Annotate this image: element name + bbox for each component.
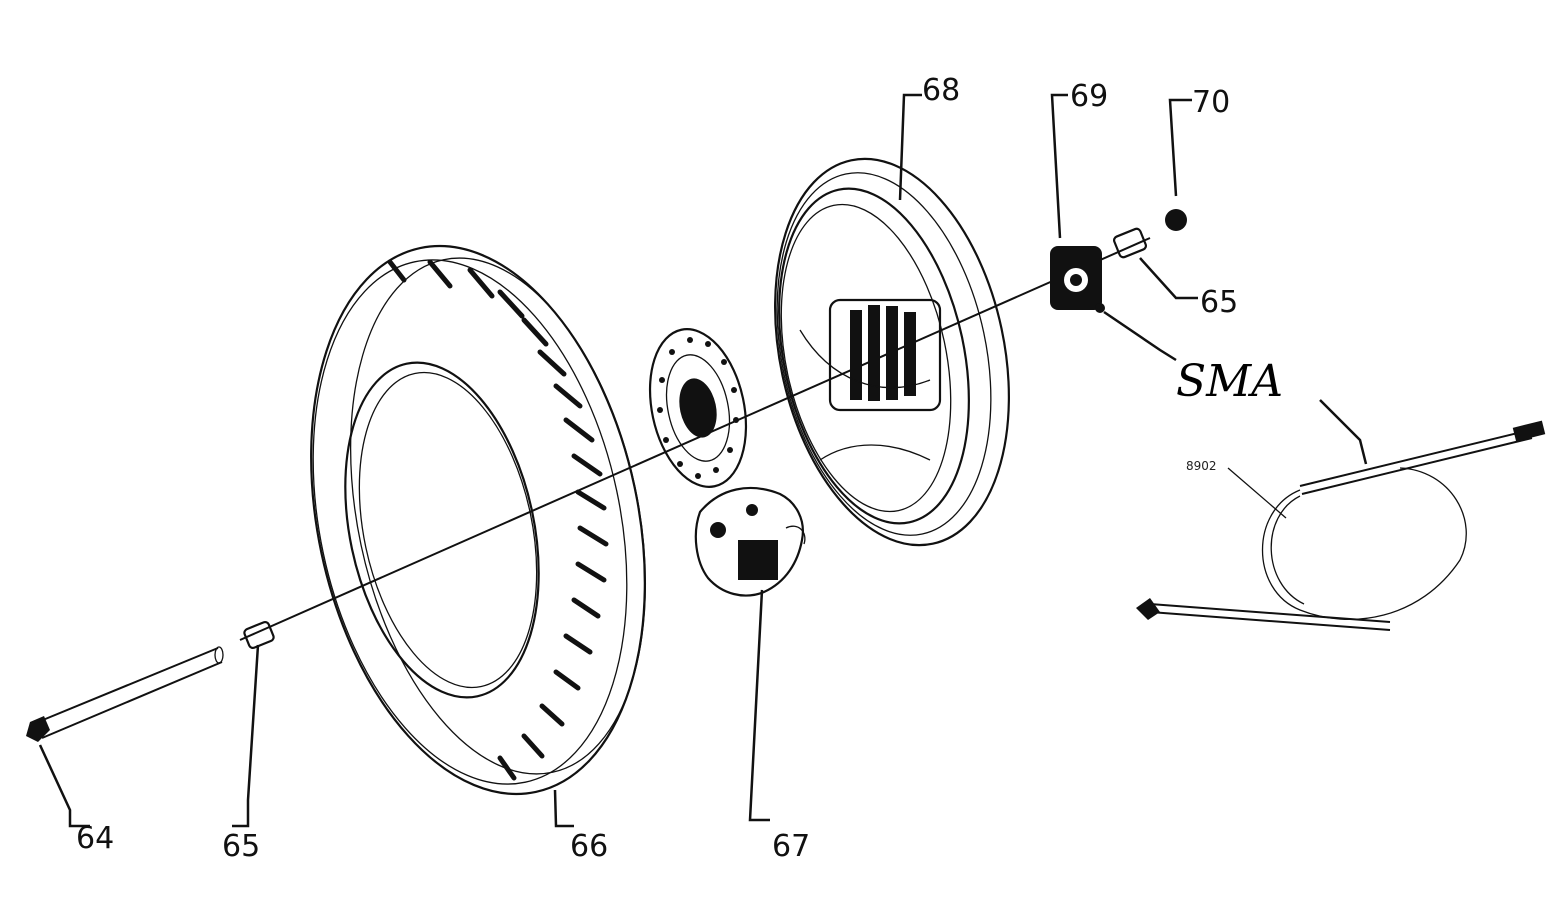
axle-bolt	[26, 646, 224, 742]
speedometer-cable	[1136, 420, 1546, 631]
label-67-brake-caliper: 67	[772, 829, 810, 864]
leader-lines	[38, 93, 1368, 828]
spacer-left	[243, 620, 275, 650]
label-68-wheel-rim: 68	[922, 73, 960, 108]
label-64-axle: 64	[76, 821, 114, 856]
label-65-spacer-right: 65	[1200, 285, 1238, 320]
rim-hub-center	[799, 298, 942, 461]
label-70-nut: 70	[1192, 85, 1230, 120]
label-cable-tag: 8902	[1186, 459, 1217, 473]
axle-nut	[1165, 209, 1187, 231]
label-65-spacer-left: 65	[222, 829, 260, 864]
brake-disc	[648, 328, 748, 488]
assembly-axis-line	[239, 237, 1151, 641]
hub-bearing	[1050, 246, 1105, 313]
tire-treads	[387, 259, 609, 781]
label-69-hub-bearing: 69	[1070, 79, 1108, 114]
handwritten-note: SMA	[1176, 356, 1283, 407]
tire	[310, 244, 647, 796]
brake-caliper	[694, 486, 806, 597]
label-66-tire: 66	[570, 829, 608, 864]
spacer-right	[1113, 227, 1147, 259]
wheel-rim	[774, 157, 1010, 547]
